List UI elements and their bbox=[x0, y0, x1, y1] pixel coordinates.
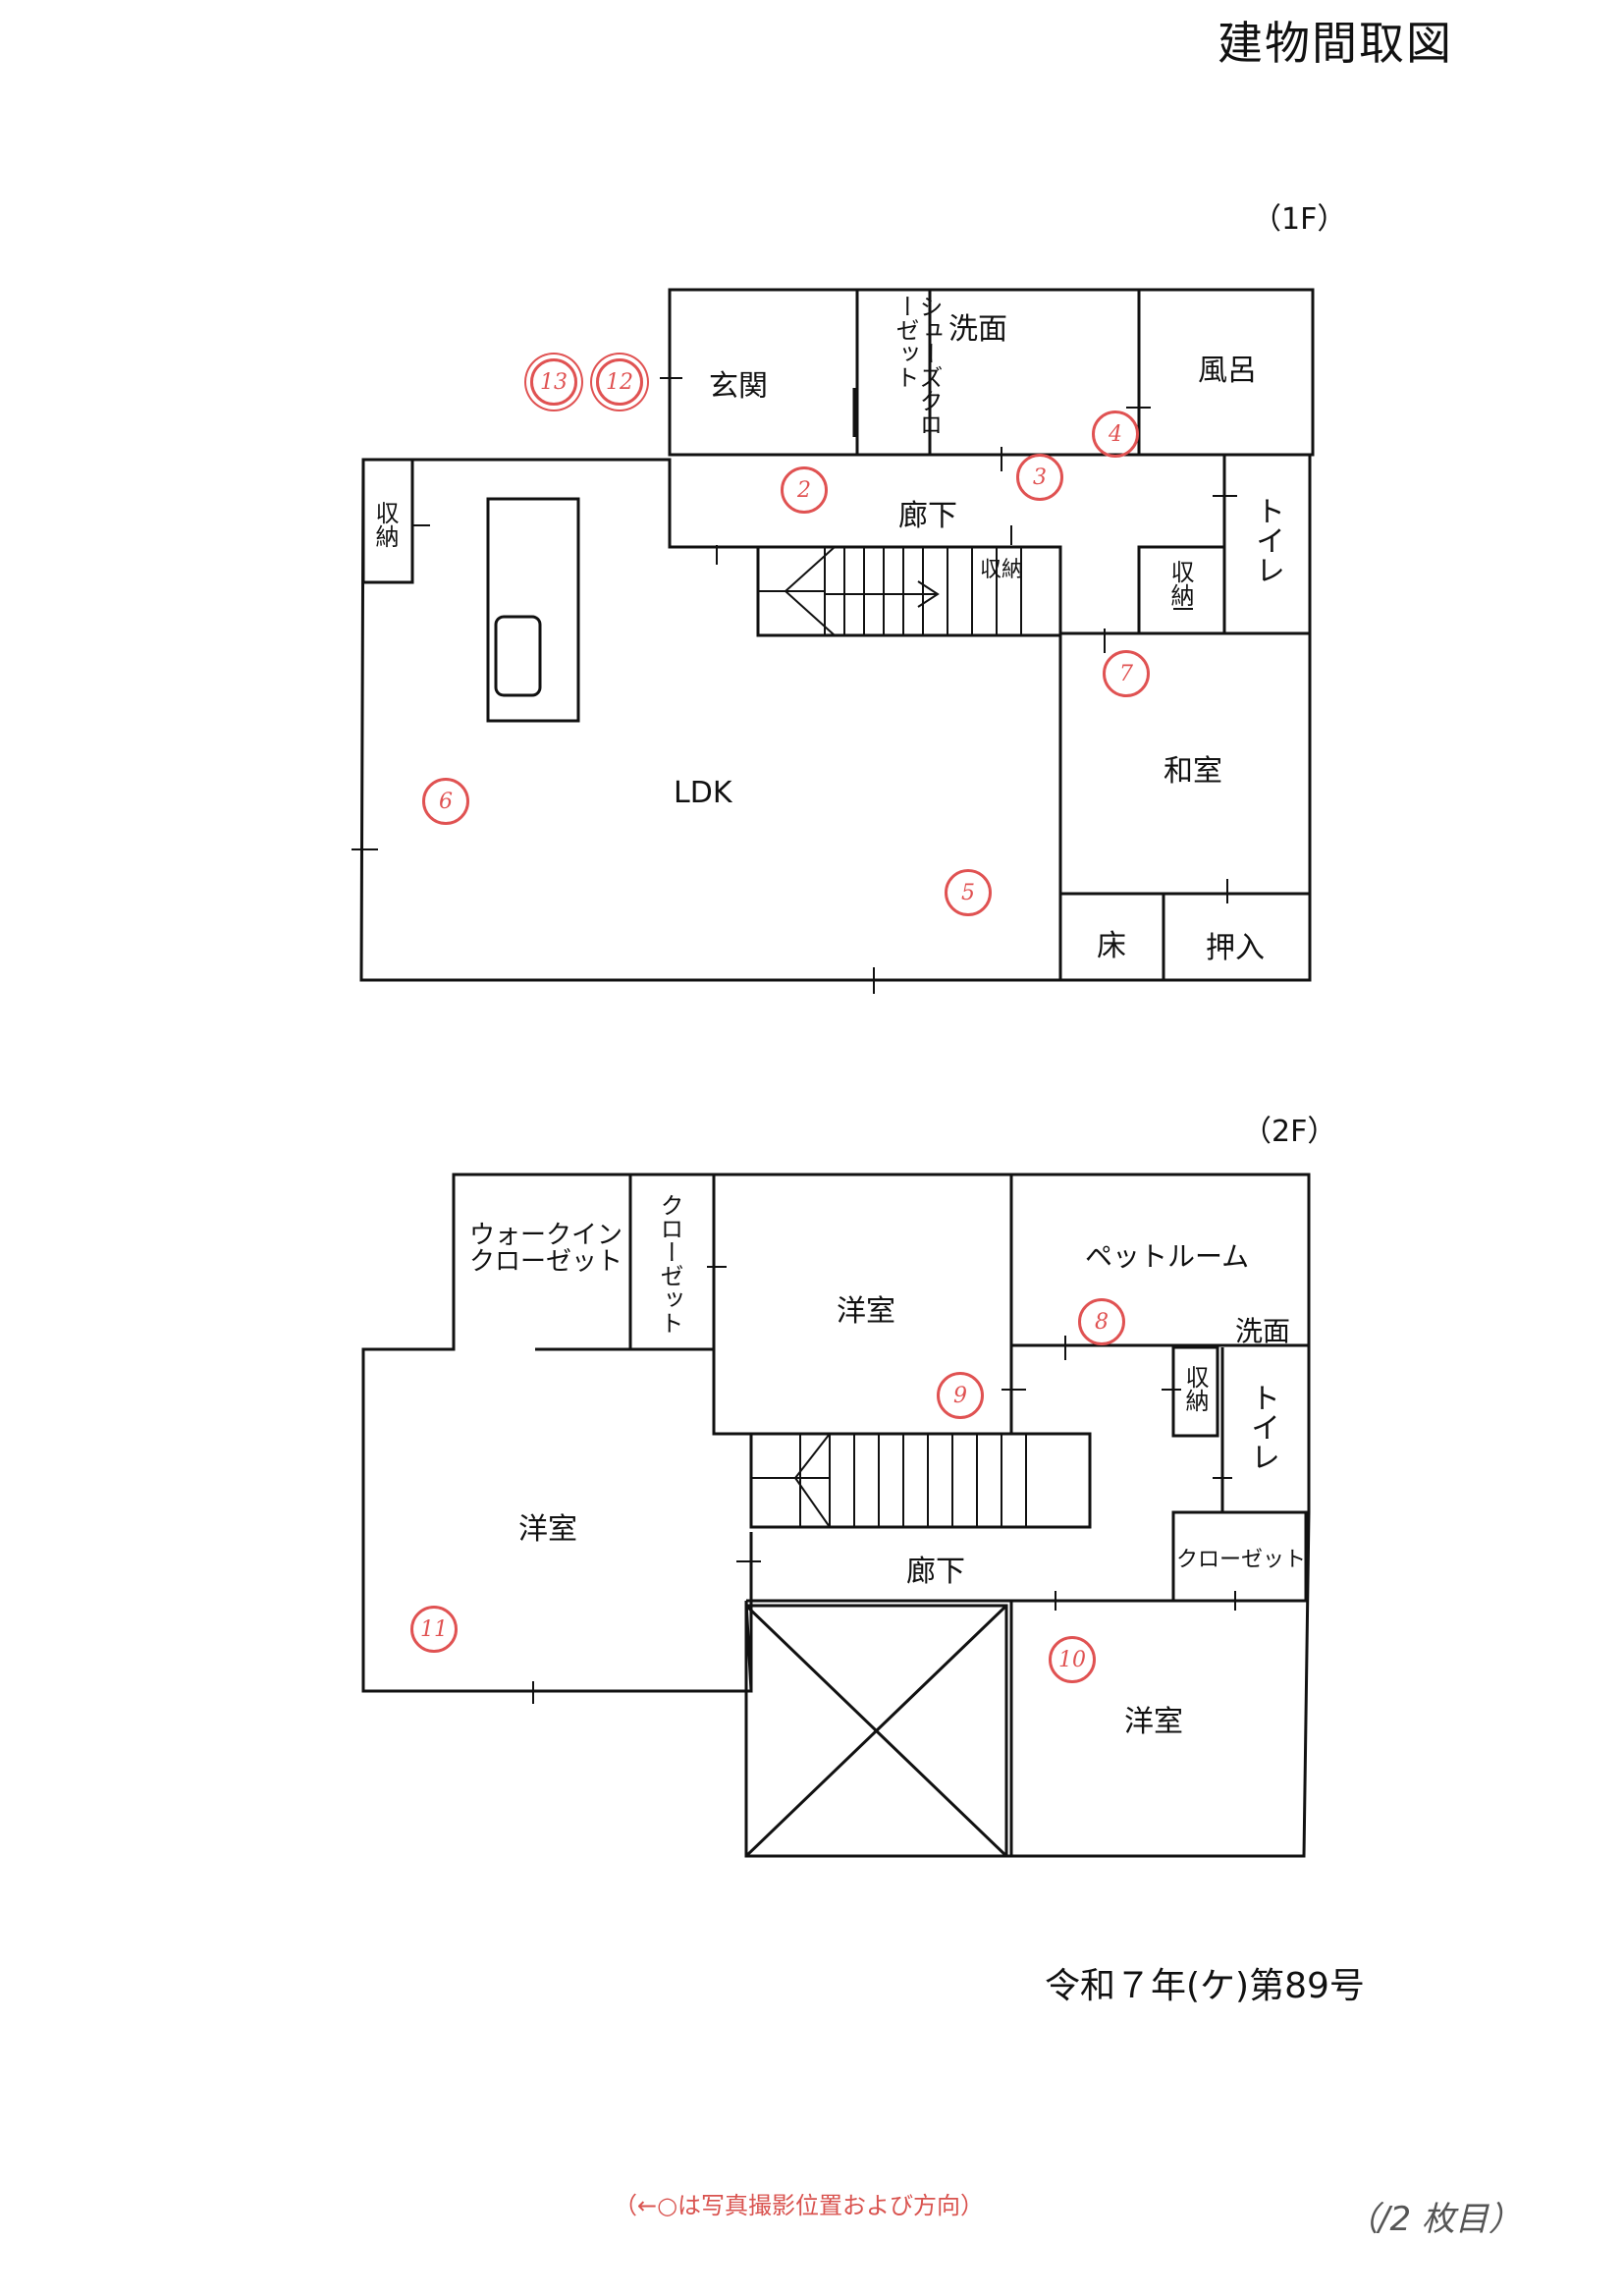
room-ldk: LDK bbox=[674, 776, 732, 810]
case-number: 令和７年(ケ)第89号 bbox=[1045, 1966, 1365, 2006]
room-yoshitsu-right: 洋室 bbox=[1124, 1705, 1183, 1739]
room-toilet-1f: トイレ bbox=[1250, 496, 1284, 584]
photo-marker-5: 5 bbox=[945, 869, 992, 916]
page-title: 建物間取図 bbox=[1218, 17, 1453, 70]
room-yoshitsu-left: 洋室 bbox=[518, 1512, 577, 1547]
floor2-label: （2F） bbox=[1242, 1115, 1337, 1149]
photo-marker-12: 12 bbox=[596, 358, 643, 406]
room-shoes-closet: シューズクローゼット bbox=[892, 295, 943, 436]
photo-marker-3: 3 bbox=[1016, 454, 1063, 501]
f2-closet-right bbox=[1171, 1510, 1308, 1603]
room-rouka-2f: 廊下 bbox=[906, 1555, 965, 1589]
room-walkin-line2: クローゼット bbox=[469, 1247, 623, 1278]
room-shuno-left: 収納 bbox=[371, 501, 399, 548]
legend-note: （←○は写真撮影位置および方向） bbox=[614, 2192, 985, 2219]
room-toilet-2f: トイレ bbox=[1245, 1383, 1279, 1471]
room-rouka-1f: 廊下 bbox=[898, 499, 957, 533]
room-oshiire: 押入 bbox=[1206, 931, 1265, 965]
f1-shuno-right bbox=[1137, 545, 1226, 635]
f2-outline bbox=[361, 1173, 1311, 1858]
photo-marker-13: 13 bbox=[530, 358, 577, 406]
photo-marker-4: 4 bbox=[1092, 410, 1139, 458]
f1-shuno-left bbox=[361, 458, 414, 584]
room-genkan: 玄関 bbox=[709, 369, 768, 404]
room-senmen-1f: 洗面 bbox=[948, 312, 1007, 347]
room-yoshitsu-center: 洋室 bbox=[837, 1294, 895, 1329]
f2-shuno bbox=[1171, 1345, 1219, 1438]
photo-marker-7: 7 bbox=[1103, 650, 1150, 697]
f1-sink bbox=[494, 615, 542, 697]
floor1-label: （1F） bbox=[1252, 202, 1347, 237]
room-shuno-right: 収納 bbox=[1166, 560, 1194, 607]
f2-void bbox=[744, 1604, 1008, 1858]
photo-marker-9: 9 bbox=[937, 1372, 984, 1419]
room-closet-vertical: クローゼット bbox=[656, 1193, 683, 1335]
room-furo: 風呂 bbox=[1198, 354, 1257, 388]
photo-marker-6: 6 bbox=[422, 778, 469, 825]
photo-marker-8: 8 bbox=[1078, 1298, 1125, 1345]
room-washitsu: 和室 bbox=[1164, 754, 1222, 789]
room-toko: 床 bbox=[1097, 929, 1126, 963]
room-shuno-stairs: 収納 bbox=[980, 558, 1024, 582]
f2-stairs bbox=[749, 1432, 1092, 1529]
page-count: （/2 枚目） bbox=[1345, 2200, 1522, 2239]
photo-marker-2: 2 bbox=[781, 466, 828, 514]
room-walkin-line1: ウォークイン bbox=[469, 1221, 623, 1250]
room-closet-right: クローゼット bbox=[1176, 1548, 1307, 1572]
room-walkin-closet: ウォークイン クローゼット bbox=[469, 1221, 623, 1278]
f1-kitchen-island bbox=[486, 497, 580, 723]
photo-marker-10: 10 bbox=[1049, 1636, 1096, 1683]
photo-marker-11: 11 bbox=[410, 1606, 458, 1653]
room-senmen-2f: 洗面 bbox=[1235, 1315, 1291, 1347]
room-shuno-2f: 収納 bbox=[1181, 1365, 1209, 1412]
room-pet-room: ペットルーム bbox=[1085, 1240, 1250, 1273]
